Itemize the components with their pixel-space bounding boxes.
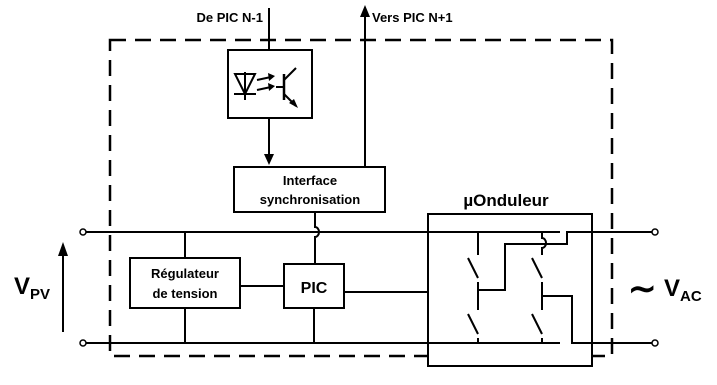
- dashed-enclosure: [108, 38, 614, 358]
- interface-box: [233, 166, 386, 213]
- vac-top-terminal: [651, 228, 659, 236]
- inverter-title: µOnduleur: [463, 191, 549, 210]
- vpv-label: VPV: [14, 273, 50, 303]
- vpv-bottom-terminal: [79, 339, 87, 347]
- optocoupler: [227, 49, 313, 119]
- regulator-box: [129, 257, 241, 309]
- vpv-top-terminal: [79, 228, 87, 236]
- output-label: Vers PIC N+1: [372, 10, 453, 25]
- pic-box: [283, 263, 345, 309]
- interface-to-pic-line: [314, 212, 320, 264]
- vac-label: VAC: [664, 275, 702, 305]
- inverter-box: [427, 213, 593, 367]
- interface-label-line2: synchronisation: [260, 192, 360, 207]
- regulator-label-line2: de tension: [152, 286, 217, 301]
- vac-bottom-terminal: [651, 339, 659, 347]
- interface-label-line1: Interface: [283, 173, 337, 188]
- input-label: De PIC N-1: [197, 10, 263, 25]
- inverter-switches: [428, 231, 652, 344]
- pic-label: PIC: [301, 280, 328, 297]
- regulator-label-line1: Régulateur: [151, 266, 219, 281]
- vac-symbol: ∼: [628, 270, 657, 308]
